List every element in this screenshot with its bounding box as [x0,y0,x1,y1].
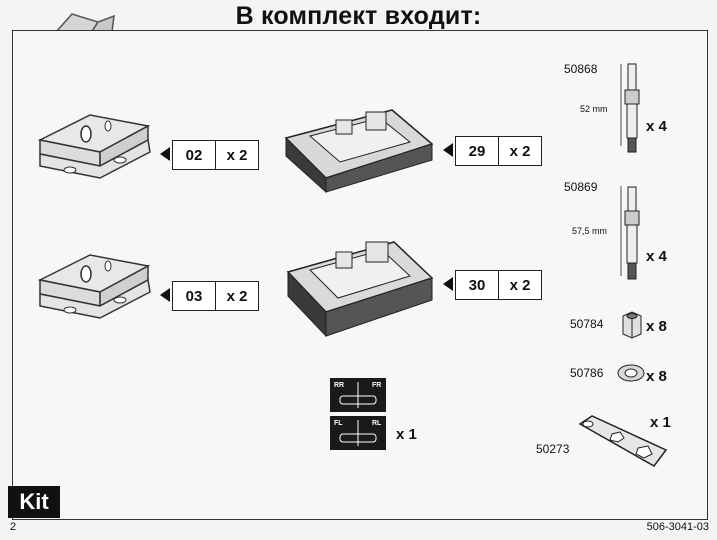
washer-qty-50786: x 8 [646,368,667,385]
sticker-qty: x 1 [396,426,417,443]
dimension-line [620,64,622,146]
part-code: 03 [173,282,216,310]
part-number-50786: 50786 [570,366,604,380]
pointer-arrow [443,143,453,157]
part-number-50784: 50784 [570,317,604,331]
bracket-02-illustration [37,114,151,179]
bolt-qty-50869: x 4 [646,248,667,265]
dimension-line [620,186,622,276]
sticker-label-fr: FR [372,382,382,389]
document-number: 506-3041-03 [646,521,709,533]
sticker-label-rr: RR [334,382,345,389]
sticker-label-rl: RL [372,420,382,427]
flat-wrench-icon [578,415,668,467]
bolt-50869-illustration [624,186,640,280]
part-code: 02 [173,141,216,169]
pointer-arrow [160,288,170,302]
part-qty: x 2 [226,146,248,164]
wrench-qty-50273: x 1 [650,414,671,431]
page-title: В комплект входит: [235,2,482,30]
part-label-30: 30 x 2 [455,270,542,300]
part-qty: x 2 [509,142,531,160]
bolt-50868-illustration [624,63,640,153]
nut-qty-50784: x 8 [646,318,667,335]
bracket-03-illustration [37,254,151,319]
part-code: 30 [456,271,499,299]
kit-badge: Kit [8,486,60,518]
pointer-arrow [160,147,170,161]
bolt-length-50868: 52 mm [580,104,608,114]
sticker-label-fl: FL [334,420,343,427]
part-number-50273: 50273 [536,442,570,456]
pointer-arrow [443,277,453,291]
washer-icon [617,364,645,382]
part-code: 29 [456,137,499,165]
position-stickers-illustration [330,378,386,450]
hex-nut-icon [622,311,642,339]
part-label-02: 02 x 2 [172,140,259,170]
bolt-length-50869: 57,5 mm [572,226,608,236]
part-qty: x 2 [226,287,248,305]
part-label-29: 29 x 2 [455,136,542,166]
part-qty: x 2 [509,276,531,294]
page-number: 2 [10,521,17,533]
part-label-03: 03 x 2 [172,281,259,311]
part-number-50869: 50869 [564,180,598,194]
foot-pad-30-illustration [286,241,434,338]
bolt-qty-50868: x 4 [646,118,667,135]
part-number-50868: 50868 [564,62,598,76]
foot-pad-29-illustration [284,109,434,194]
